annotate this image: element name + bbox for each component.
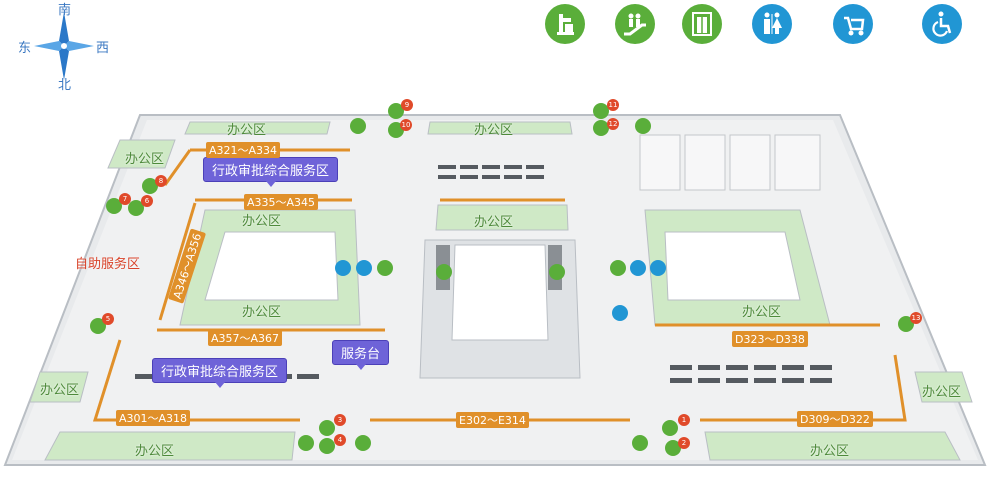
baby-stroller-filter-button[interactable]: [833, 4, 873, 44]
marker-badge-5: 5: [102, 313, 114, 325]
accessible-filter-button[interactable]: [922, 4, 962, 44]
office-label-center: 办公区: [474, 215, 514, 230]
escalator-pin-bottom-mid[interactable]: [355, 435, 371, 451]
marker-badge-6: 6: [141, 195, 153, 207]
compass-rose-icon: [34, 12, 94, 80]
compass: 南 东 西 北: [10, 0, 110, 93]
office-block-bottom-right: [704, 431, 961, 461]
range-a301: A301～A318: [116, 410, 191, 426]
range-d309: D309～D322: [797, 411, 873, 427]
office-block-top-left: [184, 121, 331, 135]
information-desk-filter-button[interactable]: [545, 4, 585, 44]
range-e302: E302～E314: [456, 412, 529, 428]
marker-badge-11: 11: [607, 99, 619, 111]
range-a357: A357～A367: [208, 330, 283, 346]
office-label-top-mid: 办公区: [474, 123, 514, 138]
office-block-center: [435, 204, 569, 231]
office-label-bottom-right: 办公区: [810, 444, 850, 459]
marker-pin-8[interactable]: [142, 178, 158, 194]
compass-west: 西: [96, 41, 110, 56]
restroom-icon: [764, 12, 782, 34]
marker-pin-11[interactable]: [593, 103, 609, 119]
restroom-filter-button[interactable]: [752, 4, 792, 44]
marker-pin-12[interactable]: [593, 120, 609, 136]
office-label-bottom-left: 办公区: [135, 444, 175, 459]
range-a335: A335～A345: [244, 194, 319, 210]
void-left: [204, 231, 339, 301]
marker-pin-1[interactable]: [662, 420, 678, 436]
counter-left-edge: [163, 149, 192, 186]
information-pin-left[interactable]: [377, 260, 393, 276]
range-d323: D323～D338: [732, 331, 808, 347]
escalator-pin-top-right[interactable]: [635, 118, 651, 134]
restroom-pin-right[interactable]: [630, 260, 646, 276]
compass-south: 南: [58, 3, 72, 18]
baby-stroller-icon: [844, 16, 865, 36]
marker-badge-2: 2: [678, 437, 690, 449]
range-a321: A321～A334: [206, 142, 281, 158]
marker-pin-9[interactable]: [388, 103, 404, 119]
office-block-left-bottom: [29, 371, 89, 403]
counter-a346: [158, 202, 197, 321]
marker-badge-4: 4: [334, 434, 346, 446]
office-block-top-mid: [427, 121, 573, 135]
counter-d309: [700, 354, 907, 422]
marker-badge-12: 12: [607, 118, 619, 130]
marker-pin-7[interactable]: [106, 198, 122, 214]
accessible-pin-left[interactable]: [335, 260, 351, 276]
escalator-icon: [624, 13, 646, 36]
restroom-pin-left[interactable]: [356, 260, 372, 276]
marker-pin-4[interactable]: [319, 438, 335, 454]
escalator-pin-bottom-left[interactable]: [298, 435, 314, 451]
accessible-icon: [932, 11, 952, 37]
marker-badge-10: 10: [400, 119, 412, 131]
marker-badge-7: 7: [119, 193, 131, 205]
escalator-filter-button[interactable]: [615, 4, 655, 44]
office-label-ring-left-top: 办公区: [242, 214, 282, 229]
counter-a301: [92, 339, 300, 422]
information-desk-icon: [557, 14, 574, 35]
elevator-filter-button[interactable]: [682, 4, 722, 44]
office-label-right: 办公区: [922, 385, 962, 400]
marker-badge-13: 13: [910, 312, 922, 324]
elevator-pin-atrium-left[interactable]: [436, 264, 452, 280]
escalator-pin-bottom-right[interactable]: [632, 435, 648, 451]
self-service-label: 自助服务区: [75, 257, 141, 272]
office-label-ring-right-bottom: 办公区: [742, 305, 782, 320]
office-block-bottom-left: [44, 431, 296, 461]
accessible-pin-right[interactable]: [650, 260, 666, 276]
marker-pin-3[interactable]: [319, 420, 335, 436]
baby-stroller-pin[interactable]: [612, 305, 628, 321]
marker-pin-6[interactable]: [128, 200, 144, 216]
office-label-left-top: 办公区: [125, 152, 165, 167]
compass-north: 北: [58, 78, 72, 93]
compass-east: 东: [18, 41, 32, 56]
marker-badge-9: 9: [401, 99, 413, 111]
information-pin-right[interactable]: [610, 260, 626, 276]
marker-badge-1: 1: [678, 414, 690, 426]
elevator-icon: [692, 12, 712, 36]
office-block-left-top: [107, 139, 176, 169]
escalator-pin-top-left[interactable]: [350, 118, 366, 134]
service-desk[interactable]: 服务台: [332, 340, 390, 370]
office-label-left-bottom: 办公区: [40, 383, 80, 398]
office-label-ring-left-bottom: 办公区: [242, 305, 282, 320]
elevator-pin-atrium-right[interactable]: [549, 264, 565, 280]
marker-badge-3: 3: [334, 414, 346, 426]
void-right: [664, 231, 801, 301]
marker-badge-8: 8: [155, 175, 167, 187]
admin-service-area-bottom[interactable]: 行政审批综合服务区: [152, 358, 288, 388]
office-block-right: [914, 371, 973, 403]
admin-service-area-top[interactable]: 行政审批综合服务区: [203, 157, 339, 187]
office-label-top-left: 办公区: [227, 123, 267, 138]
marker-pin-2[interactable]: [665, 440, 681, 456]
